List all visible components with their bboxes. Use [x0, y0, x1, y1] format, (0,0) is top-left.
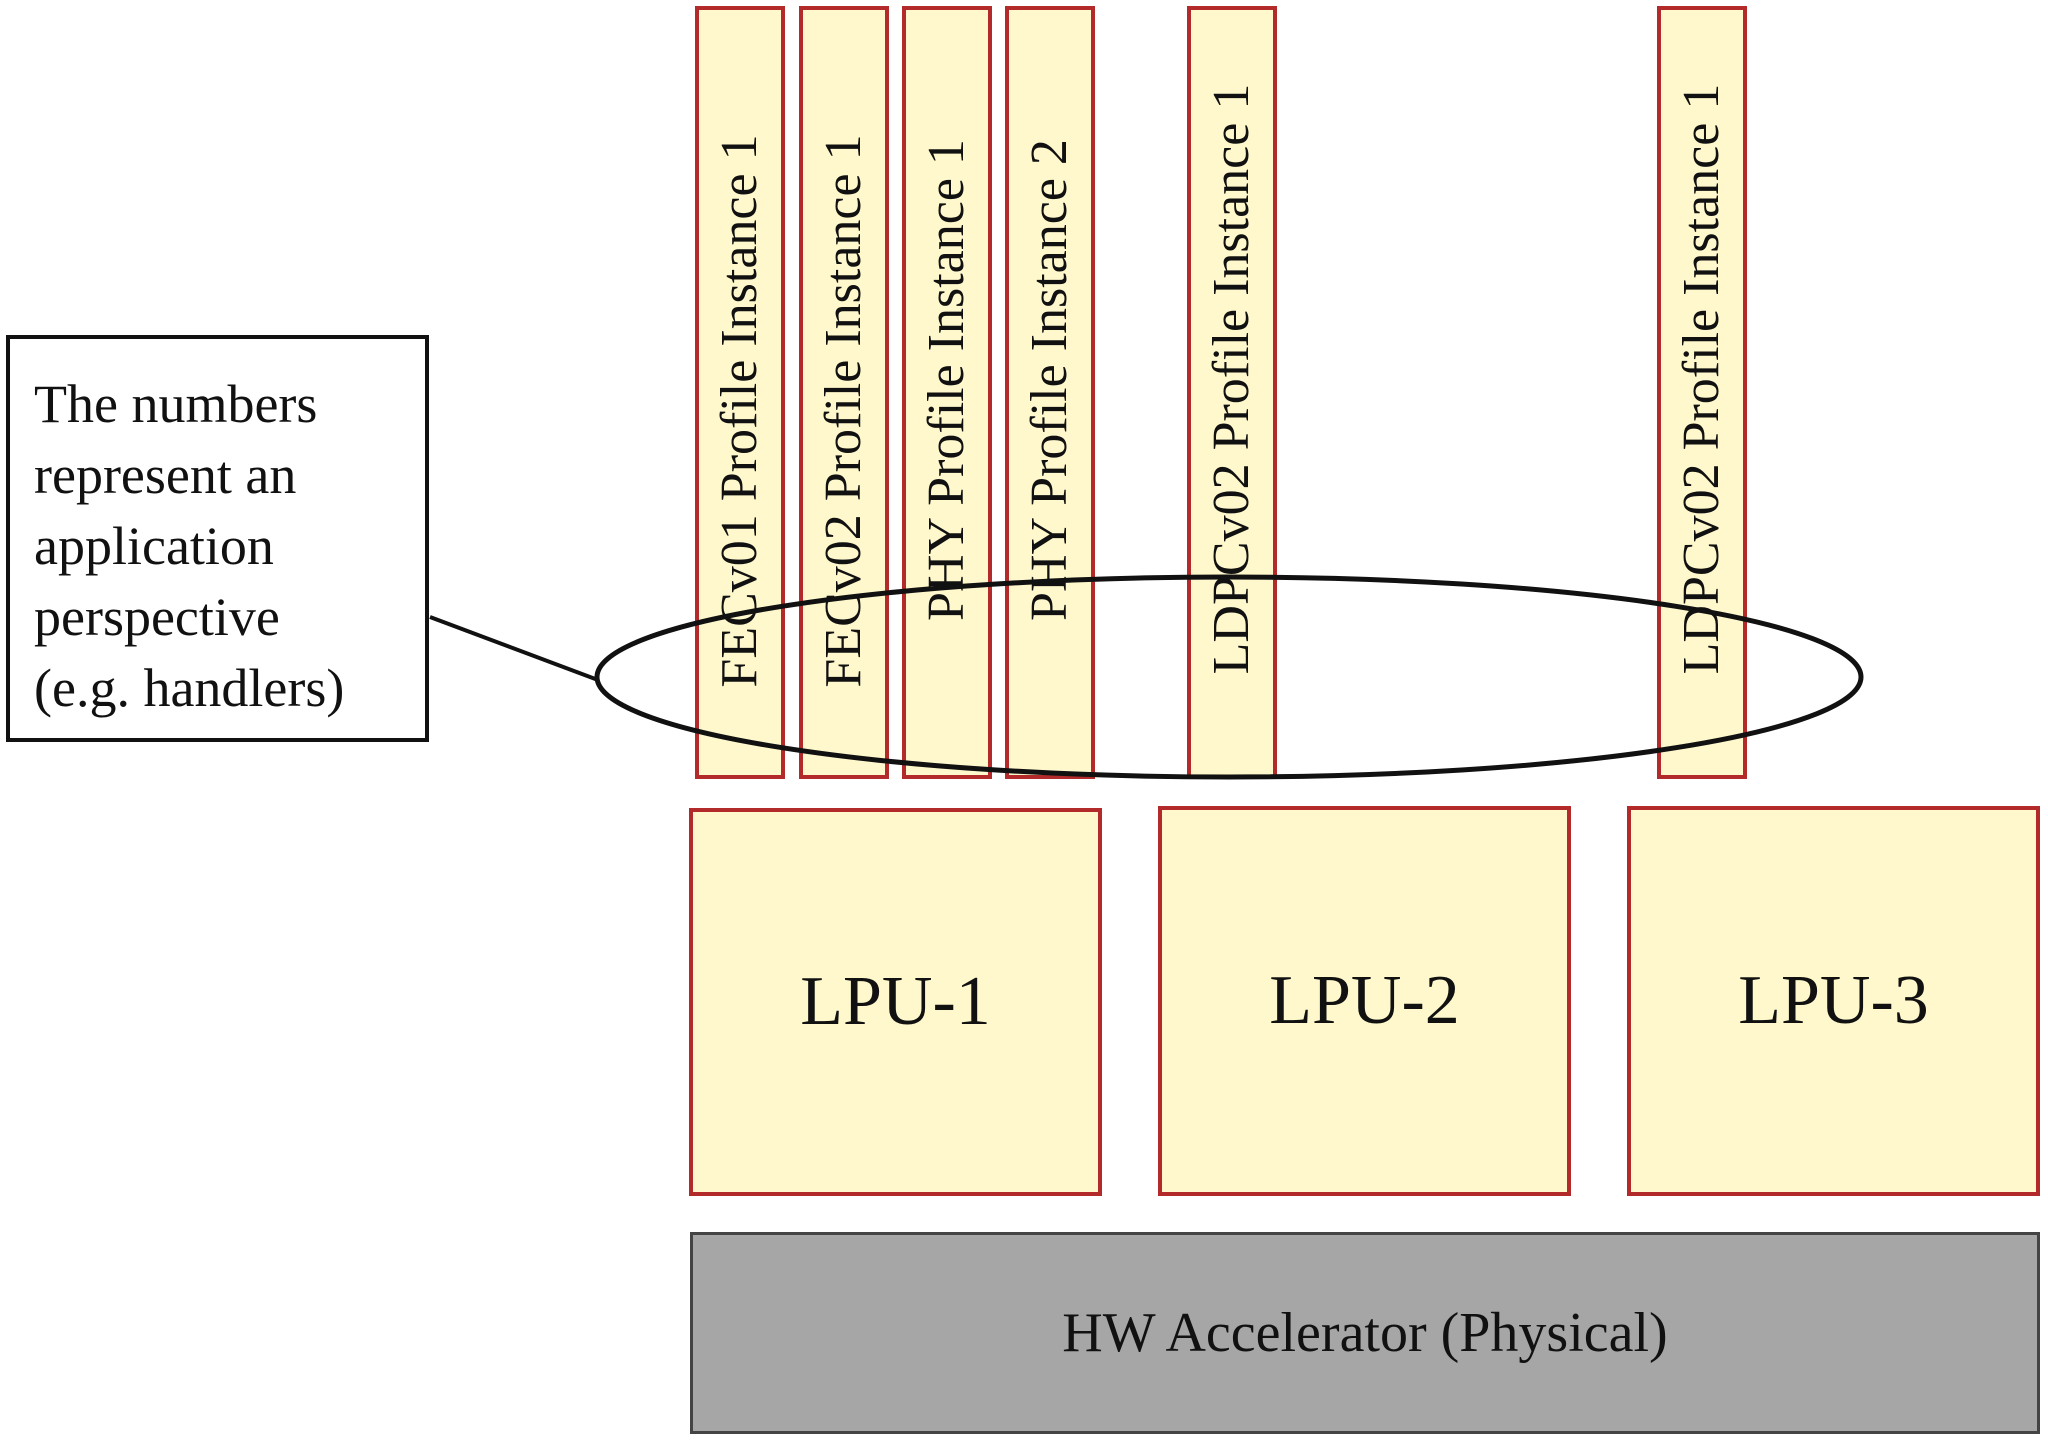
- note-line: represent an: [34, 445, 297, 505]
- profile-label: FECv02 Profile Instance 1: [815, 133, 872, 688]
- lpu-label: LPU-2: [1269, 962, 1460, 1039]
- profile-label: PHY Profile Instance 2: [1021, 138, 1078, 621]
- profile-ldpcv02-instance-1: LDPCv02 Profile Instance 1: [1187, 6, 1277, 779]
- profile-ldpcv02-instance-1-lpu3: LDPCv02 Profile Instance 1: [1657, 6, 1747, 779]
- note-callout: The numbers represent an application per…: [6, 335, 429, 742]
- lpu-label: LPU-3: [1738, 962, 1929, 1039]
- note-line: perspective: [34, 587, 280, 647]
- profile-fecv01-instance-1: FECv01 Profile Instance 1: [695, 6, 785, 779]
- profile-fecv02-instance-1: FECv02 Profile Instance 1: [799, 6, 889, 779]
- note-line: (e.g. handlers): [34, 658, 345, 718]
- hw-accelerator-label: HW Accelerator (Physical): [1062, 1302, 1668, 1364]
- hw-accelerator-box: HW Accelerator (Physical): [690, 1232, 2040, 1434]
- profile-label: PHY Profile Instance 1: [918, 138, 975, 621]
- profile-phy-instance-2: PHY Profile Instance 2: [1005, 6, 1095, 779]
- profile-label: FECv01 Profile Instance 1: [711, 133, 768, 688]
- callout-connector-line: [429, 615, 599, 682]
- profile-label: LDPCv02 Profile Instance 1: [1673, 83, 1730, 674]
- lpu-label: LPU-1: [800, 963, 991, 1040]
- profile-label: LDPCv02 Profile Instance 1: [1203, 83, 1260, 674]
- note-line: The numbers: [34, 374, 318, 434]
- lpu-3-box: LPU-3: [1627, 806, 2040, 1196]
- profile-phy-instance-1: PHY Profile Instance 1: [902, 6, 992, 779]
- lpu-2-box: LPU-2: [1158, 806, 1571, 1196]
- lpu-1-box: LPU-1: [689, 808, 1102, 1196]
- note-line: application: [34, 516, 274, 576]
